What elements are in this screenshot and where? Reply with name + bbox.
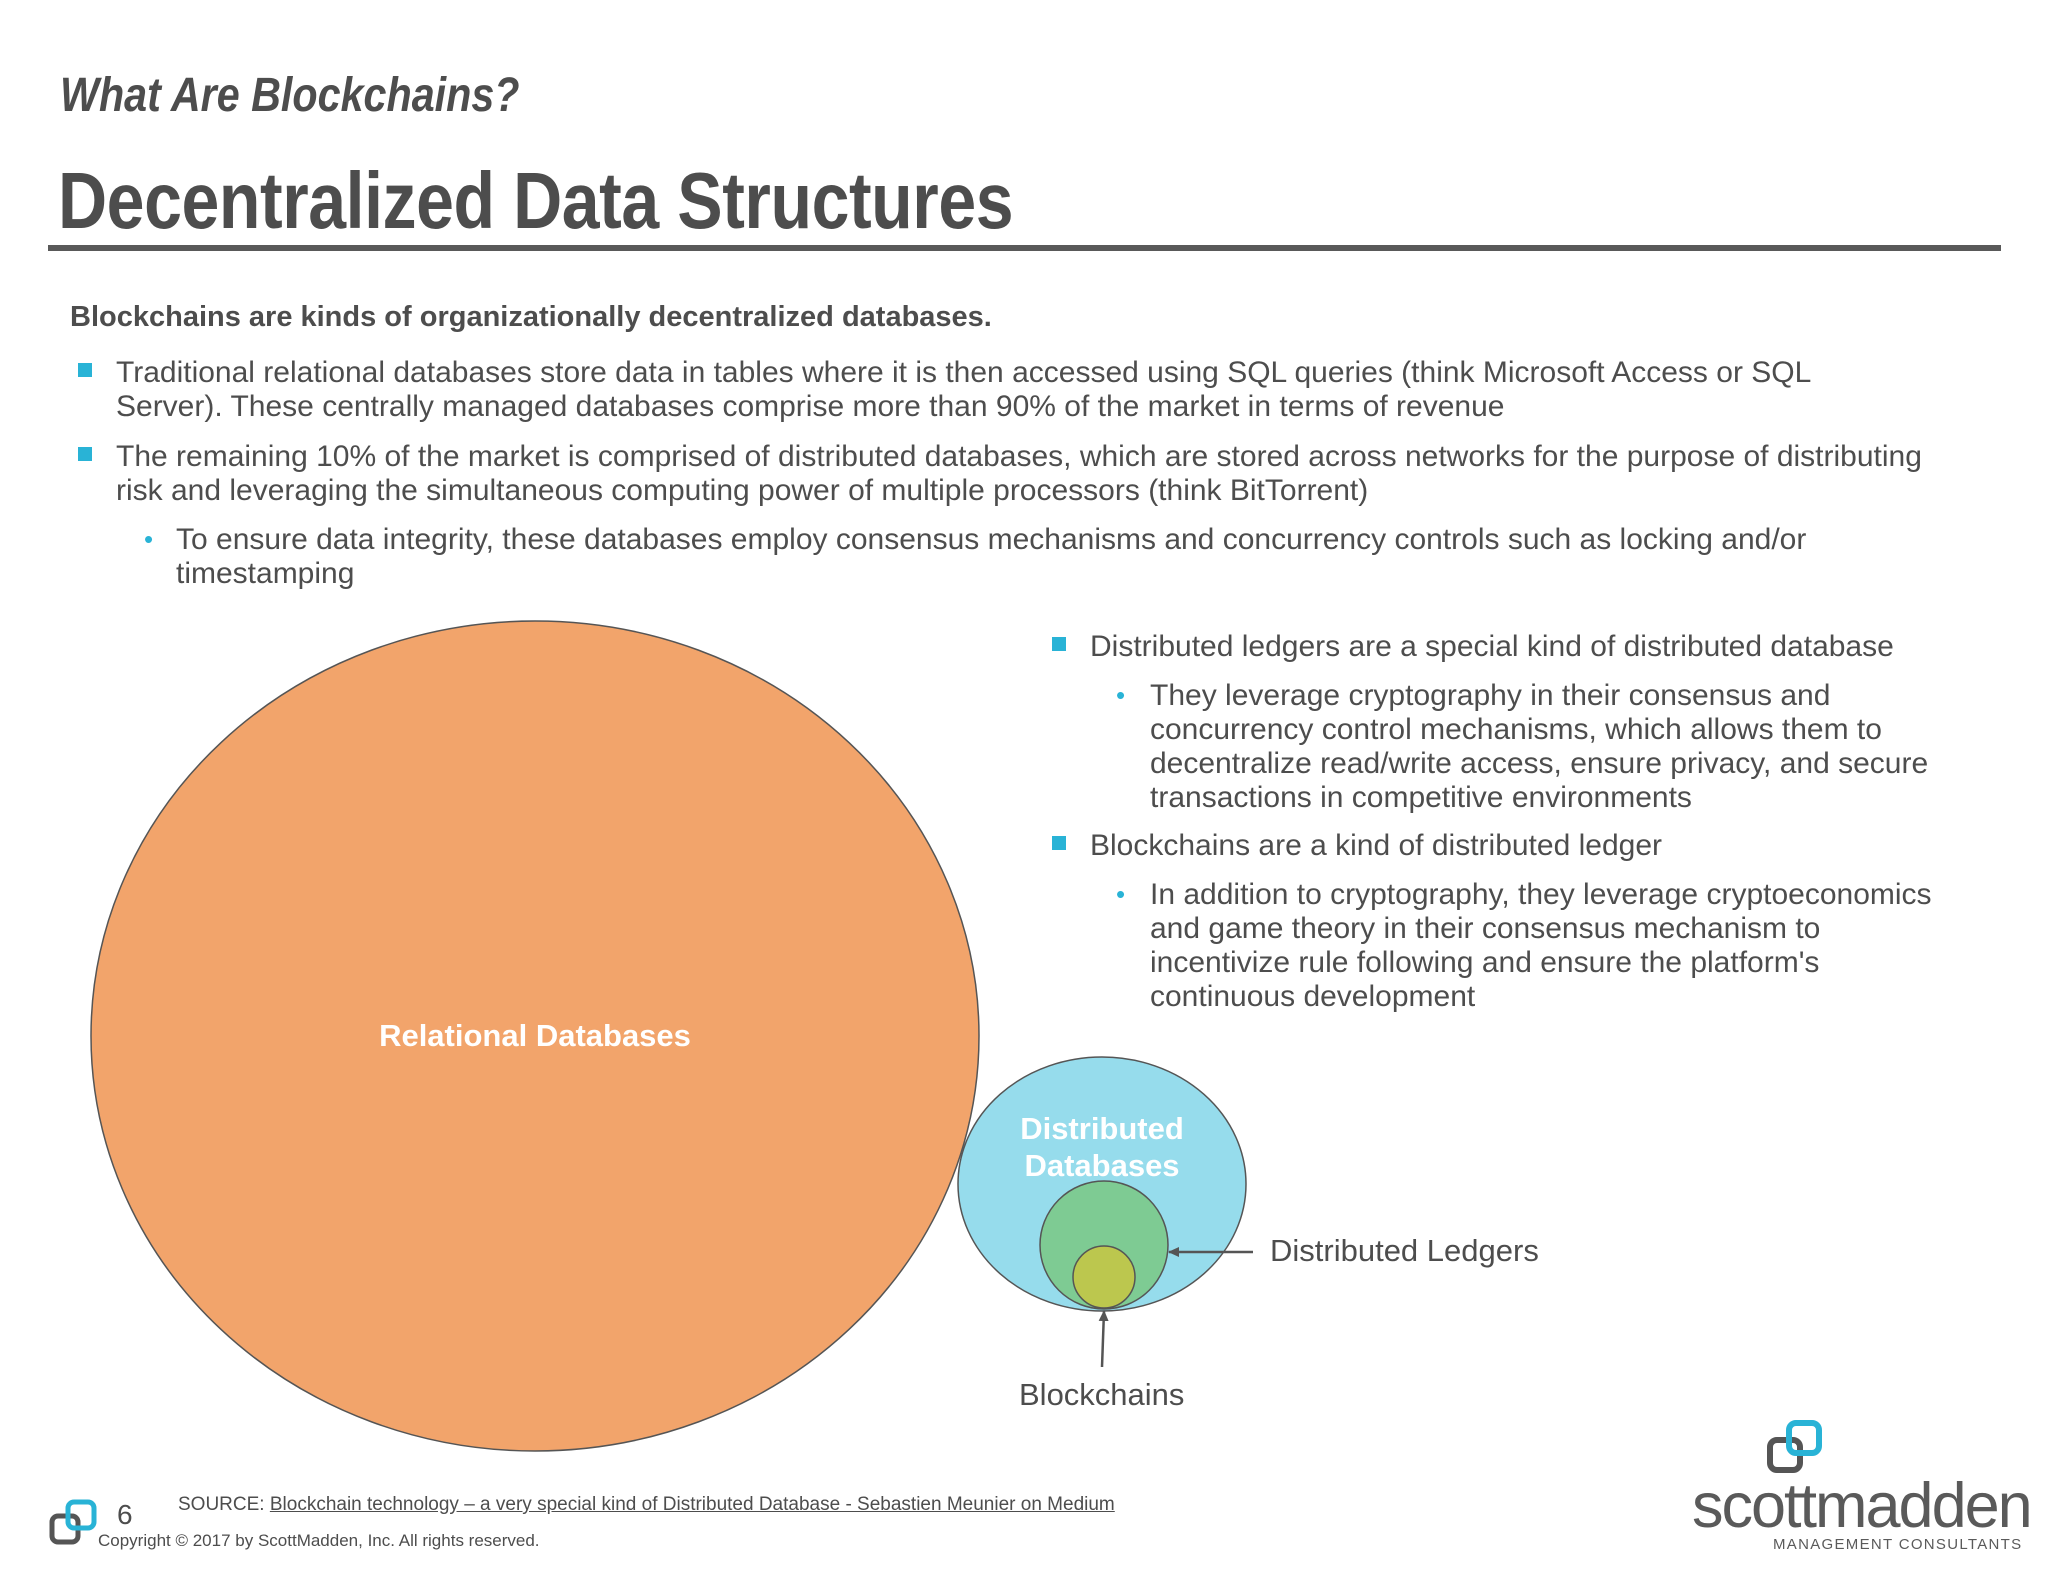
copyright-notice: Copyright © 2017 by ScottMadden, Inc. Al…: [98, 1531, 540, 1550]
blockchains-circle: [1072, 1245, 1136, 1309]
distributed-ledgers-label: Distributed Ledgers: [1270, 1233, 1539, 1268]
distributed-ledgers-circle: [1039, 1180, 1169, 1310]
relational-databases-label: Relational Databases: [379, 1018, 691, 1053]
bullet-line: transactions in competitive environments: [1150, 781, 1692, 814]
square-bullet-icon: [1052, 637, 1066, 651]
source-link[interactable]: Blockchain technology – a very special k…: [269, 1494, 1115, 1515]
brand-wordmark: scottmadden: [1692, 1471, 2033, 1541]
scottmadden-logo-icon: [49, 1499, 97, 1545]
square-bullet-icon: [1052, 836, 1066, 850]
title-divider: [48, 245, 2001, 251]
section-subtitle: What Are Blockchains?: [60, 69, 520, 122]
distributed-databases-label: Distributed Databases: [962, 1110, 1242, 1184]
dot-bullet-icon: •: [1116, 680, 1126, 710]
dot-bullet-icon: •: [1116, 879, 1126, 909]
bullet-text: Distributed ledgers are a special kind o…: [1090, 630, 1894, 663]
source-citation: SOURCE: Blockchain technology – a very s…: [178, 1494, 1115, 1516]
bullet-line: and game theory in their consensus mecha…: [1150, 912, 1821, 945]
bullet-line: continuous development: [1150, 980, 1476, 1013]
bullet-line: Server). These centrally managed databas…: [116, 390, 1505, 423]
label-line: Distributed: [1020, 1111, 1184, 1146]
brand-mark-icon: [1767, 1420, 1822, 1473]
page-title: Decentralized Data Structures: [58, 156, 1014, 245]
bullet-line: concurrency control mechanisms, which al…: [1150, 713, 1882, 746]
bullet-line: Traditional relational databases store d…: [116, 356, 1812, 389]
brand-tagline: MANAGEMENT CONSULTANTS: [1773, 1536, 2023, 1553]
bullet-line: incentivize rule following and ensure th…: [1150, 946, 1820, 979]
dot-bullet-icon: •: [144, 524, 154, 554]
relational-databases-circle: [90, 620, 980, 1452]
bullet-line: timestamping: [176, 557, 355, 590]
square-bullet-icon: [78, 363, 92, 377]
bullet-line: They leverage cryptography in their cons…: [1150, 679, 1831, 712]
source-prefix: SOURCE:: [178, 1494, 270, 1515]
blockchains-label: Blockchains: [1019, 1377, 1185, 1412]
bullet-line: risk and leveraging the simultaneous com…: [116, 474, 1369, 507]
bullet-line: The remaining 10% of the market is compr…: [116, 440, 1922, 473]
blockchains-arrow: [1098, 1310, 1109, 1368]
square-bullet-icon: [78, 447, 92, 461]
label-line: Databases: [1024, 1148, 1180, 1183]
page-number: 6: [117, 1499, 133, 1530]
bullet-text: Blockchains are a kind of distributed le…: [1090, 829, 1662, 862]
lead-statement: Blockchains are kinds of organizationall…: [70, 301, 992, 333]
bullet-line: In addition to cryptography, they levera…: [1150, 878, 1932, 911]
bullet-line: To ensure data integrity, these database…: [176, 523, 1807, 556]
bullet-line: decentralize read/write access, ensure p…: [1150, 747, 1929, 780]
